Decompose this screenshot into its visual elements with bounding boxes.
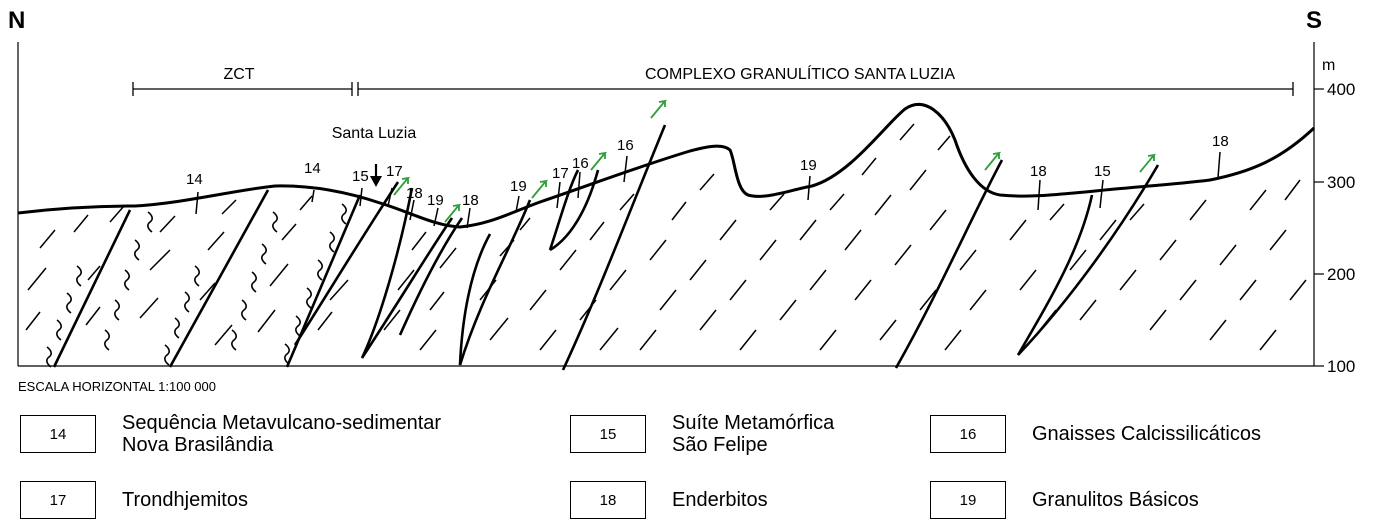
shear-arrow-icon <box>590 151 608 171</box>
legend-label: Sequência Metavulcano-sedimentar Nova Br… <box>122 412 442 456</box>
legend-row-1: 14 Sequência Metavulcano-sedimentar Nova… <box>0 409 1384 459</box>
unit-label: 18 <box>406 185 423 202</box>
unit-label: 19 <box>427 192 444 209</box>
town-label: Santa Luzia <box>332 125 417 142</box>
legend-item-18: 18 Enderbitos <box>570 475 768 525</box>
altitude-tick-label: 200 <box>1327 265 1355 284</box>
schist-wavy-marks <box>46 203 347 368</box>
legend-row-2: 17 Trondhjemitos 18 Enderbitos 19 Granul… <box>0 475 1384 525</box>
zct-label: ZCT <box>223 66 254 83</box>
legend-code-box: 18 <box>570 481 646 519</box>
legend-code-box: 16 <box>930 415 1006 453</box>
legend-label: Suíte Metamórfica São Felipe <box>672 412 835 456</box>
legend-item-19: 19 Granulitos Básicos <box>930 475 1199 525</box>
legend-code-box: 15 <box>570 415 646 453</box>
unit-label: 15 <box>1094 163 1111 180</box>
legend-item-17: 17 Trondhjemitos <box>20 475 248 525</box>
complex-bracket <box>357 82 1294 96</box>
altitude-tick-label: 400 <box>1327 80 1355 99</box>
unit-label: 19 <box>800 157 817 174</box>
shear-arrow-icon <box>444 203 462 223</box>
legend-code-box: 17 <box>20 481 96 519</box>
legend-label: Gnaisses Calcissilicáticos <box>1032 423 1261 445</box>
unit-labels: 14 14 15 17 18 19 18 19 17 16 16 19 18 1… <box>186 133 1229 209</box>
legend-label: Trondhjemitos <box>122 489 248 511</box>
zct-bracket <box>132 82 353 96</box>
unit-label: 18 <box>462 192 479 209</box>
unit-label-markers <box>195 151 1221 229</box>
unit-label: 14 <box>186 171 203 188</box>
legend-code-box: 14 <box>20 415 96 453</box>
south-label: S <box>1306 7 1322 34</box>
town-arrow-icon <box>370 164 382 187</box>
altitude-tick-label: 100 <box>1327 357 1355 376</box>
unit-label: 14 <box>304 160 321 177</box>
foliation-traces <box>25 123 1307 351</box>
altitude-tick-label: 300 <box>1327 173 1355 192</box>
legend-label: Granulitos Básicos <box>1032 489 1199 511</box>
scale-caption: ESCALA HORIZONTAL 1:100 000 <box>18 379 216 394</box>
complex-label: COMPLEXO GRANULÍTICO SANTA LUZIA <box>645 64 955 83</box>
unit-label: 18 <box>1212 133 1229 150</box>
topographic-surface <box>17 102 1316 229</box>
unit-label: 15 <box>352 168 369 185</box>
unit-label: 16 <box>617 137 634 154</box>
unit-label: 18 <box>1030 163 1047 180</box>
legend-item-14: 14 Sequência Metavulcano-sedimentar Nova… <box>20 409 441 459</box>
shear-arrow-icon <box>393 176 411 196</box>
legend-item-16: 16 Gnaisses Calcissilicáticos <box>930 409 1261 459</box>
faults <box>52 124 1160 371</box>
unit-label: 16 <box>572 155 589 172</box>
altitude-unit-label: m <box>1322 57 1335 74</box>
legend-code-box: 19 <box>930 481 1006 519</box>
shear-arrow-icon <box>531 179 549 199</box>
shear-arrow-icon <box>1139 153 1157 173</box>
unit-label: 17 <box>552 165 569 182</box>
unit-label: 19 <box>510 178 527 195</box>
shear-sense-arrows <box>393 99 1157 223</box>
legend-item-15: 15 Suíte Metamórfica São Felipe <box>570 409 834 459</box>
north-label: N <box>8 7 25 34</box>
cross-section-diagram: N S m 400 300 200 100 ZCT COMPLEXO GRANU… <box>8 7 1355 394</box>
unit-label: 17 <box>386 163 403 180</box>
shear-arrow-icon <box>650 99 668 119</box>
section-frame <box>17 42 1315 367</box>
shear-arrow-icon <box>984 151 1002 171</box>
legend-label: Enderbitos <box>672 489 768 511</box>
altitude-axis: m 400 300 200 100 <box>1314 57 1355 376</box>
